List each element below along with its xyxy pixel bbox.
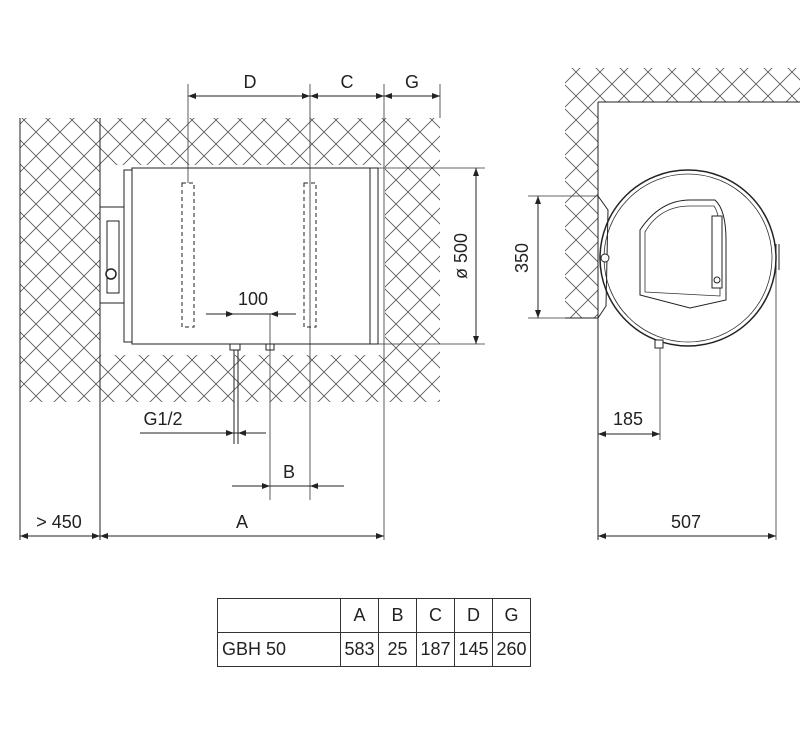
table-cell-g: 260 [492,632,531,667]
dimension-table: A B C D G GBH 50 583 25 187 145 260 [217,598,531,667]
dim-label-side-clearance: > 450 [36,512,82,532]
table-header-a: A [340,598,379,633]
dim-label-bracket-spacing: 100 [238,289,268,309]
boiler-front-view [99,167,379,444]
wall-side-view [565,68,800,540]
dim-label-bracket-height: 350 [512,243,532,273]
dim-label-diameter: ø 500 [451,233,471,279]
dim-label-c: C [341,72,354,92]
dim-label-d: D [244,72,257,92]
table-model-cell: GBH 50 [217,632,341,667]
dim-label-depth-offset: 185 [613,409,643,429]
dim-label-inlet-thread: G1/2 [143,409,182,429]
table-header-d: D [454,598,493,633]
dim-label-total-depth: 507 [671,512,701,532]
table-header-b: B [378,598,417,633]
table-cell-b: 25 [378,632,417,667]
table-header-c: C [416,598,455,633]
table-corner-cell [217,598,341,633]
table-header-g: G [492,598,531,633]
table-header-row: A B C D G [217,598,531,633]
front-dimensions [20,84,485,540]
dim-label-b: B [283,462,295,482]
bracket-left-outline [181,182,195,328]
table-cell-d: 145 [454,632,493,667]
dim-label-g: G [405,72,419,92]
boiler-side-view [597,169,780,349]
side-dimensions [528,195,777,540]
table-row: GBH 50 583 25 187 145 260 [217,632,531,667]
table-cell-a: 583 [340,632,379,667]
dim-label-a: A [236,512,248,532]
table-cell-c: 187 [416,632,455,667]
